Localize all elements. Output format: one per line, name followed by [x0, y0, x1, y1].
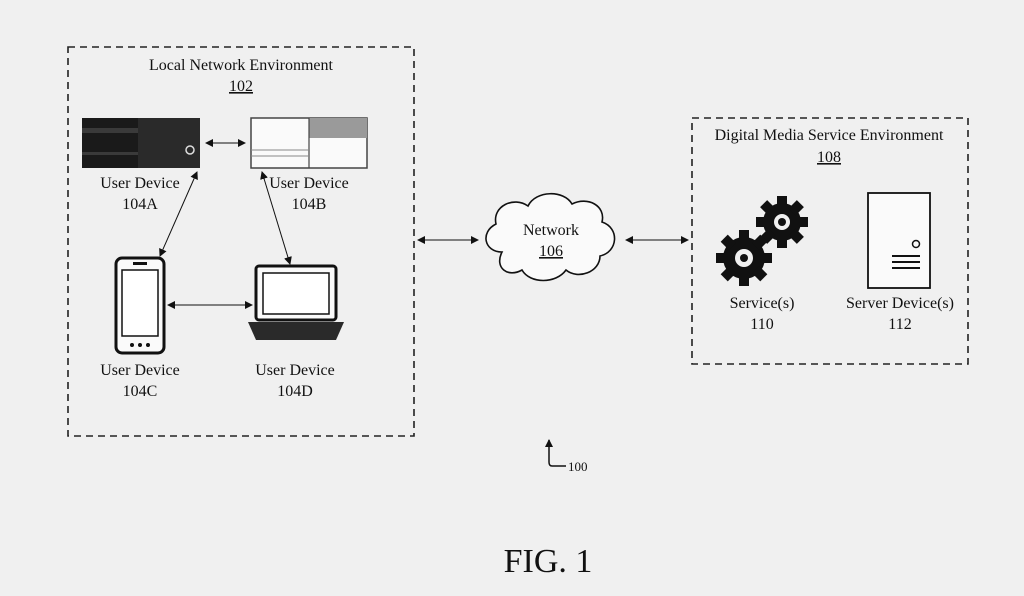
- service-environment-ref: 108: [817, 149, 841, 166]
- service-environment-box: [691, 117, 969, 365]
- service-environment-title: Digital Media Service Environment: [715, 127, 944, 144]
- device-ref-104b: 104B: [292, 196, 327, 213]
- server-icon: [867, 192, 931, 289]
- laptop-icon: [248, 264, 344, 340]
- cloud-icon: [485, 192, 616, 282]
- game-console-icon: [250, 117, 368, 169]
- figure-label: FIG. 1: [504, 543, 593, 580]
- device-ref-104c: 104C: [123, 383, 158, 400]
- server-label: Server Device(s): [846, 295, 954, 312]
- connector-104b-104d: [260, 171, 292, 265]
- device-label-104a: User Device: [100, 175, 180, 192]
- device-ref-104a: 104A: [122, 196, 158, 213]
- server-ref: 112: [888, 316, 911, 333]
- reference-arrow: [545, 439, 566, 467]
- network-label: Network: [523, 222, 579, 239]
- local-network-environment-ref: 102: [229, 78, 253, 95]
- gears-icon: [716, 196, 808, 286]
- local-network-environment-box: [67, 46, 415, 437]
- game-console-icon: [82, 118, 200, 168]
- services-label: Service(s): [730, 295, 795, 312]
- local-network-environment-title: Local Network Environment: [149, 57, 334, 74]
- connector-104a-104c: [159, 171, 198, 257]
- device-label-104c: User Device: [100, 362, 180, 379]
- network-ref: 106: [539, 243, 563, 260]
- device-label-104d: User Device: [255, 362, 335, 379]
- device-ref-104d: 104D: [277, 383, 313, 400]
- device-label-104b: User Device: [269, 175, 349, 192]
- services-ref: 110: [750, 316, 773, 333]
- smartphone-icon: [114, 256, 166, 355]
- system-ref: 100: [568, 459, 588, 474]
